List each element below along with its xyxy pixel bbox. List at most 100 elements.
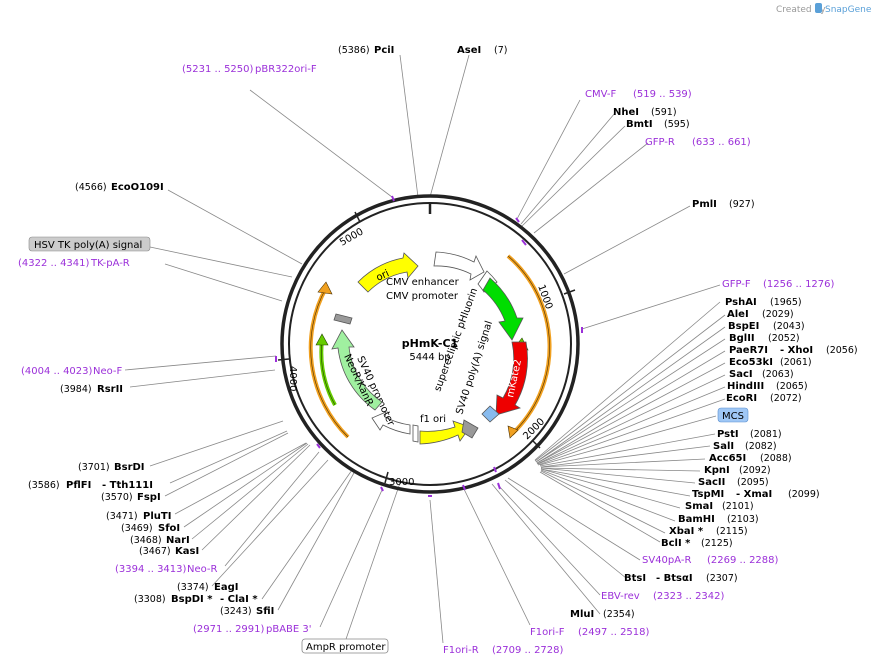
psti-label[interactable]: PstI <box>717 429 739 440</box>
hsv-tk-mark <box>333 313 353 325</box>
leader-lines <box>124 54 726 644</box>
pmli-label[interactable]: PmlI <box>692 199 717 210</box>
bcli-label[interactable]: BclI * <box>661 538 691 549</box>
hindiii-label[interactable]: HindIII <box>727 381 764 392</box>
xbai-label[interactable]: XbaI * <box>669 526 704 537</box>
sacii-label[interactable]: SacII <box>698 477 725 488</box>
neor-primer-pos: (3394 .. 3413) <box>115 564 187 575</box>
hsvtk-label[interactable]: HSV TK poly(A) signal <box>34 240 142 251</box>
alei-label[interactable]: AleI <box>727 309 749 320</box>
rsrii-label[interactable]: RsrII <box>97 384 123 395</box>
gfpf-label[interactable]: GFP-F <box>722 279 751 290</box>
sfoi-label[interactable]: SfoI <box>158 523 180 534</box>
pshai-label[interactable]: PshAI <box>725 297 757 308</box>
ecori-pos: (2072) <box>770 393 802 404</box>
neof-label[interactable]: Neo-F <box>93 366 123 377</box>
ori-feature: ori <box>357 252 419 293</box>
paer7i-xhoi[interactable]: - XhoI <box>780 345 813 356</box>
neof-pos: (4004 .. 4023) <box>21 366 93 377</box>
paer7i-label[interactable]: PaeR7I <box>729 345 768 356</box>
nhei-label[interactable]: NheI <box>613 107 639 118</box>
mlui-label[interactable]: MluI <box>570 609 594 620</box>
bsrdi-label[interactable]: BsrDI <box>114 462 145 473</box>
snapgene-credit: Created by SnapGene <box>776 3 872 15</box>
hindiii-pos: (2065) <box>776 381 808 392</box>
ecori-label[interactable]: EcoRI <box>726 393 757 404</box>
primer-marks <box>275 195 583 497</box>
xbai-pos: (2115) <box>716 526 748 537</box>
acc65i-pos: (2088) <box>760 453 792 464</box>
tspmi-label[interactable]: TspMI <box>692 489 724 500</box>
pbabe-label[interactable]: pBABE 3' <box>266 624 312 635</box>
ampr-promoter-grey <box>461 419 479 439</box>
eco53ki-pos: (2061) <box>780 357 812 368</box>
pbr322-label[interactable]: pBR322ori-F <box>255 64 317 75</box>
eco53ki-label[interactable]: Eco53kI <box>729 357 773 368</box>
pmli-pos: (927) <box>729 199 755 210</box>
bamhi-label[interactable]: BamHI <box>678 514 715 525</box>
ebvrev-label[interactable]: EBV-rev <box>601 591 640 602</box>
bmti-label[interactable]: BmtI <box>626 119 653 130</box>
ebvrev-pos: (2323 .. 2342) <box>653 591 725 602</box>
fspi-label[interactable]: FspI <box>137 492 161 503</box>
bglii-pos: (2052) <box>768 333 800 344</box>
bspei-label[interactable]: BspEI <box>728 321 759 332</box>
kasi-pos: (3467) <box>139 546 171 557</box>
pflfi-label[interactable]: PflFI <box>66 480 91 491</box>
sfoi-pos: (3469) <box>121 523 153 534</box>
asei-pos: (7) <box>494 45 507 56</box>
mcs-label[interactable]: MCS <box>722 411 744 422</box>
neor-primer-label[interactable]: Neo-R <box>187 564 218 575</box>
nari-label[interactable]: NarI <box>166 535 190 546</box>
btsi-label[interactable]: BtsI <box>624 573 646 584</box>
bspdi-label[interactable]: BspDI * <box>171 594 213 605</box>
pbr322-pos: (5231 .. 5250) <box>182 64 254 75</box>
mcs-badge <box>717 407 749 423</box>
f1orif-pos: (2497 .. 2518) <box>578 627 650 638</box>
sali-label[interactable]: SalI <box>713 441 734 452</box>
pbabe-pos: (2971 .. 2991) <box>193 624 265 635</box>
plasmid-size: 5444 bp <box>409 352 450 363</box>
pcii-label[interactable]: PciI <box>374 45 394 56</box>
bspei-pos: (2043) <box>773 321 805 332</box>
bglii-label[interactable]: BglII <box>729 333 755 344</box>
pflfi-tth[interactable]: - Tth111I <box>102 480 153 491</box>
credit-prefix: Created by <box>776 5 826 15</box>
tspmi-pos: (2099) <box>788 489 820 500</box>
paer7i-pos: (2056) <box>826 345 858 356</box>
tspmi-xmai[interactable]: - XmaI <box>736 489 772 500</box>
eagi-label[interactable]: EagI <box>214 582 238 593</box>
kpni-label[interactable]: KpnI <box>704 465 730 476</box>
sfii-pos: (3243) <box>220 606 252 617</box>
asei-label[interactable]: AseI <box>457 45 481 56</box>
kasi-label[interactable]: KasI <box>175 546 199 557</box>
gfpf-pos: (1256 .. 1276) <box>763 279 835 290</box>
cmvf-pos: (519 .. 539) <box>633 89 692 100</box>
acc65i-label[interactable]: Acc65I <box>709 453 746 464</box>
sv40par-pos: (2269 .. 2288) <box>707 555 779 566</box>
hsvtk-badge <box>28 236 151 252</box>
sv40par-label[interactable]: SV40pA-R <box>642 555 691 566</box>
ampr-label[interactable]: AmpR promoter <box>306 642 386 653</box>
tkpar-label[interactable]: TK-pA-R <box>90 258 130 269</box>
btsi-btsai[interactable]: - BtsαI <box>656 573 693 584</box>
plasmid-backbone <box>280 194 580 494</box>
eco109-label[interactable]: EcoO109I <box>111 182 164 193</box>
gfpr-label[interactable]: GFP-R <box>645 137 675 148</box>
cmv-enhancer-label: CMV enhancer <box>386 277 460 288</box>
f1-ori-label: f1 ori <box>420 414 446 425</box>
sali-pos: (2082) <box>745 441 777 452</box>
saci-label[interactable]: SacI <box>729 369 753 380</box>
smai-label[interactable]: SmaI <box>685 501 713 512</box>
pHluorin-feature <box>482 277 524 341</box>
cmv-enhancer-feature: CMV enhancer CMV promoter <box>386 251 485 302</box>
f1orir-label[interactable]: F1ori-R <box>443 645 479 656</box>
pluti-label[interactable]: PluTI <box>143 511 171 522</box>
credit-brand: SnapGene <box>825 5 872 15</box>
cmvf-label[interactable]: CMV-F <box>585 89 616 100</box>
snapgene-logo-icon <box>815 3 822 13</box>
f1orif-label[interactable]: F1ori-F <box>530 627 565 638</box>
sfii-label[interactable]: SfiI <box>256 606 274 617</box>
bspdi-clai[interactable]: - ClaI * <box>220 594 258 605</box>
